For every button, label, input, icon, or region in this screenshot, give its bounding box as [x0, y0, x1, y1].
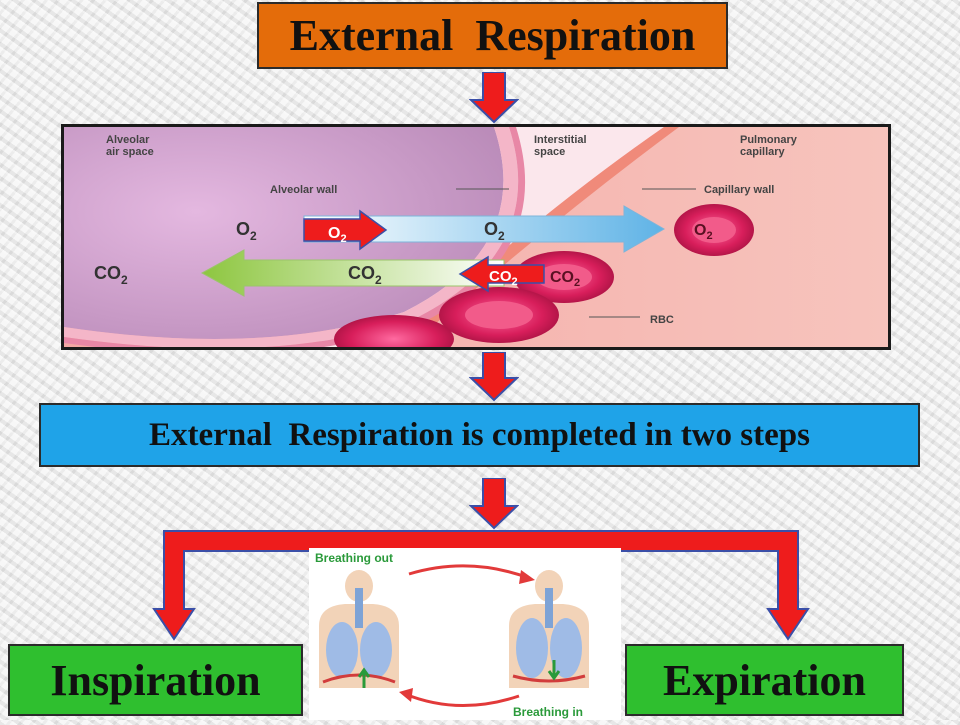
branch-connector — [152, 530, 810, 641]
steps-text: External Respiration is completed in two… — [149, 416, 810, 453]
label-interstitial-2: space — [534, 146, 565, 158]
label-alveolar-air-space-1: Alveolar — [106, 134, 150, 146]
label-capillary-wall: Capillary wall — [704, 184, 774, 196]
gas-co2-rbc: CO2 — [550, 269, 580, 289]
gas-o2-rbc: O2 — [694, 222, 713, 242]
gas-o2-middle: O2 — [484, 219, 505, 243]
callout-co2: CO2 — [489, 268, 518, 288]
label-alveolar-wall: Alveolar wall — [270, 184, 337, 196]
gas-co2-middle: CO2 — [348, 263, 382, 287]
breathing-cycle-image: Breathing out Breathing in — [309, 548, 621, 720]
callout-o2: O2 — [328, 225, 347, 245]
gas-exchange-diagram: Alveolar air space Interstitial space Pu… — [61, 124, 891, 350]
label-pulmonary-1: Pulmonary — [740, 134, 798, 146]
down-arrow-3 — [469, 478, 519, 530]
torso-left-icon — [319, 570, 399, 688]
breathing-out-label: Breathing out — [315, 551, 393, 565]
label-pulmonary-2: capillary — [740, 146, 786, 158]
page-title: External Respiration — [257, 2, 728, 69]
inspiration-label: Inspiration — [50, 655, 261, 705]
label-alveolar-air-space-2: air space — [106, 146, 154, 158]
inspiration-box: Inspiration — [8, 644, 303, 716]
gas-co2-left: CO2 — [94, 263, 128, 287]
breathing-in-label: Breathing in — [513, 705, 583, 719]
label-interstitial-1: Interstitial — [534, 134, 587, 146]
down-arrow-2 — [469, 352, 519, 402]
expiration-box: Expiration — [625, 644, 904, 716]
label-rbc: RBC — [650, 314, 674, 326]
steps-statement: External Respiration is completed in two… — [39, 403, 920, 467]
gas-o2-left: O2 — [236, 219, 257, 243]
title-text: External Respiration — [289, 11, 696, 60]
expiration-label: Expiration — [663, 655, 866, 705]
torso-right-icon — [509, 570, 589, 688]
down-arrow-1 — [469, 72, 519, 124]
